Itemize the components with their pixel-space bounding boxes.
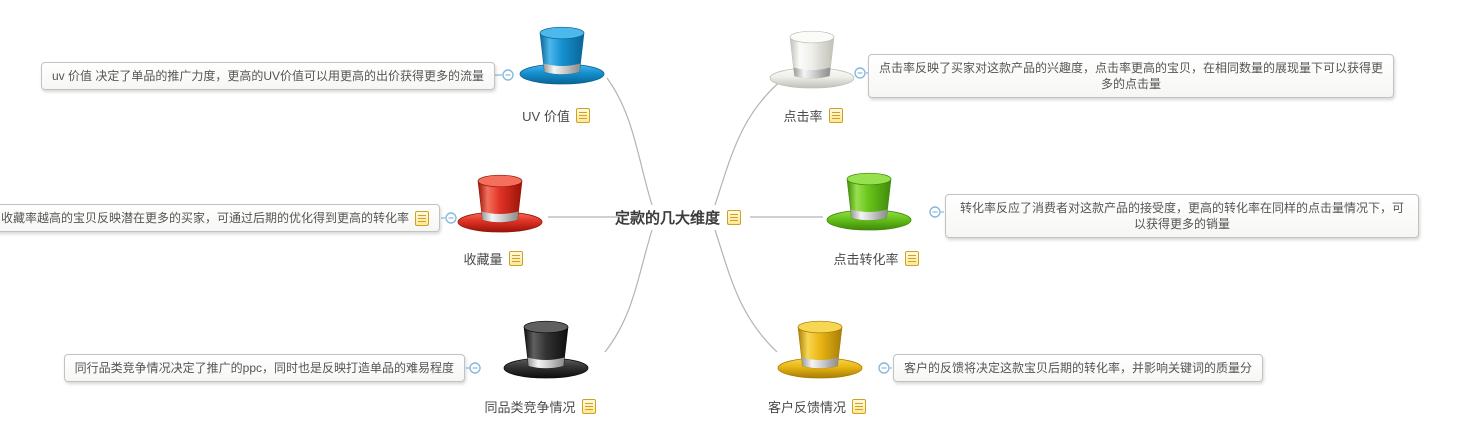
top-hat-icon bbox=[777, 320, 863, 379]
branch-label-text: 点击率 bbox=[783, 108, 823, 124]
hat-icon-fav[interactable] bbox=[456, 170, 544, 234]
callout-text: 转化率反应了消费者对这款产品的接受度，更高的转化率在同样的点击量情况下，可以获得… bbox=[959, 201, 1404, 231]
callout-ctr[interactable]: 点击率反映了买家对这款产品的兴趣度，点击率更高的宝贝，在相同数量的展现量下可以获… bbox=[868, 54, 1394, 98]
callout-comp[interactable]: 同行品类竞争情况决定了推广的ppc，同时也是反映打造单品的难易程度 bbox=[63, 354, 465, 382]
callout-anchor-uv[interactable] bbox=[495, 69, 514, 81]
note-icon[interactable] bbox=[727, 209, 742, 225]
hat-icon-fb[interactable] bbox=[776, 316, 864, 380]
central-topic-label: 定款的几大维度 bbox=[615, 209, 721, 227]
top-hat-icon bbox=[457, 174, 543, 233]
branch-label-text: 收藏量 bbox=[463, 251, 503, 267]
note-icon[interactable] bbox=[581, 398, 596, 414]
callout-anchor-cvr[interactable] bbox=[929, 206, 944, 218]
note-icon[interactable] bbox=[852, 398, 866, 414]
branch-label-ctr[interactable]: 点击率 bbox=[743, 106, 883, 124]
hat-icon-ctr[interactable] bbox=[768, 26, 856, 90]
callout-fav[interactable]: 收藏率越高的宝贝反映潜在更多的买家，可通过后期的优化得到更高的转化率 bbox=[0, 204, 440, 232]
callout-anchor-comp[interactable] bbox=[466, 362, 481, 374]
note-icon[interactable] bbox=[575, 107, 590, 123]
callout-text: 同行品类竞争情况决定了推广的ppc，同时也是反映打造单品的难易程度 bbox=[74, 361, 454, 375]
central-topic[interactable]: 定款的几大维度 bbox=[615, 206, 742, 228]
branch-label-uv[interactable]: UV 价值 bbox=[486, 106, 626, 124]
top-hat-icon bbox=[503, 320, 589, 379]
top-hat-icon bbox=[826, 172, 912, 231]
branch-label-text: UV 价值 bbox=[522, 108, 570, 124]
callout-anchor-fav[interactable] bbox=[441, 212, 457, 224]
note-icon[interactable] bbox=[828, 107, 843, 123]
hat-icon-uv[interactable] bbox=[518, 22, 606, 86]
top-hat-icon bbox=[769, 30, 855, 89]
branch-label-text: 客户反馈情况 bbox=[767, 399, 846, 415]
branch-label-fav[interactable]: 收藏量 bbox=[423, 249, 563, 267]
hat-icon-cvr[interactable] bbox=[825, 168, 913, 232]
note-icon[interactable] bbox=[508, 250, 523, 266]
callout-text: 收藏率越高的宝贝反映潜在更多的买家，可通过后期的优化得到更高的转化率 bbox=[0, 211, 409, 225]
callout-cvr[interactable]: 转化率反应了消费者对这款产品的接受度，更高的转化率在同样的点击量情况下，可以获得… bbox=[945, 194, 1419, 238]
branch-line-fb bbox=[714, 229, 778, 353]
callout-text: 客户的反馈将决定这款宝贝后期的转化率，并影响关键词的质量分 bbox=[904, 361, 1253, 375]
note-icon[interactable] bbox=[904, 250, 919, 266]
branch-label-comp[interactable]: 同品类竞争情况 bbox=[450, 397, 630, 415]
branch-label-fb[interactable]: 客户反馈情况 bbox=[727, 397, 907, 415]
branch-line-ctr bbox=[714, 79, 783, 206]
branch-label-cvr[interactable]: 点击转化率 bbox=[806, 249, 946, 267]
callout-uv[interactable]: uv 价值 决定了单品的推广力度，更高的UV价值可以用更高的出价获得更多的流量 bbox=[40, 62, 495, 90]
note-icon[interactable] bbox=[415, 210, 429, 226]
branch-line-comp bbox=[604, 229, 653, 353]
callout-fb[interactable]: 客户的反馈将决定这款宝贝后期的转化率，并影响关键词的质量分 bbox=[893, 354, 1264, 382]
top-hat-icon bbox=[519, 26, 605, 85]
branch-label-text: 同品类竞争情况 bbox=[484, 399, 576, 415]
branch-label-text: 点击转化率 bbox=[833, 251, 899, 267]
callout-anchor-fb[interactable] bbox=[878, 362, 892, 374]
branch-line-uv bbox=[606, 77, 653, 206]
callout-text: 点击率反映了买家对这款产品的兴趣度，点击率更高的宝贝，在相同数量的展现量下可以获… bbox=[879, 61, 1384, 91]
hat-icon-comp[interactable] bbox=[502, 316, 590, 380]
callout-text: uv 价值 决定了单品的推广力度，更高的UV价值可以用更高的出价获得更多的流量 bbox=[51, 69, 484, 83]
